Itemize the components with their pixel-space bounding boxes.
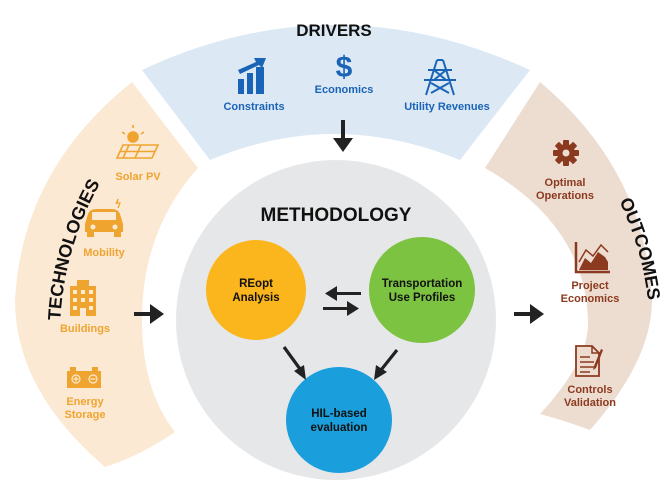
transportation-node [369, 237, 475, 343]
energy-storage-label-line1: Energy [66, 396, 104, 408]
solar-pv-label: Solar PV [115, 171, 161, 183]
technologies-to-methodology-arrow [134, 304, 164, 324]
hil-node-line2: evaluation [311, 422, 368, 434]
hil-node [286, 367, 392, 473]
drivers-title: DRIVERS [296, 21, 372, 40]
reopt-node [206, 240, 306, 340]
car-icon [85, 198, 123, 237]
power-tower-icon [424, 59, 456, 96]
optimal-operations-label-line2: Operations [536, 190, 594, 202]
constraints-icon [238, 58, 266, 94]
controls-validation-label-line2: Validation [564, 397, 616, 409]
energy-storage-label-line2: Storage [65, 409, 106, 421]
dollar-sign-icon: $ [336, 51, 353, 84]
transport-to-hil-arrow [374, 349, 399, 380]
optimal-operations-label-line1: Optimal [545, 177, 586, 189]
project-economics-label-line1: Project [571, 280, 609, 292]
transport-to-reopt-arrow [325, 286, 361, 301]
building-icon [70, 280, 96, 316]
mobility-label: Mobility [83, 247, 125, 259]
reopt-node-line1: REopt [239, 278, 273, 290]
economics-driver-label: Economics [315, 84, 374, 96]
methodology-title: METHODOLOGY [261, 205, 412, 226]
methodology-to-outcomes-arrow [514, 304, 544, 324]
hil-node-line1: HIL-based [311, 408, 367, 420]
project-economics-label-line2: Economics [561, 293, 620, 305]
clipboard-check-icon [575, 345, 603, 377]
outcomes-band [485, 82, 652, 430]
drivers-band [142, 25, 530, 160]
drivers-to-methodology-arrow [333, 120, 353, 152]
reopt-to-hil-arrow [282, 346, 306, 380]
utility-revenues-label: Utility Revenues [404, 101, 490, 113]
solar-panel-icon [115, 125, 160, 159]
area-chart-icon [574, 242, 610, 274]
constraints-label: Constraints [223, 101, 284, 113]
transportation-node-line2: Use Profiles [389, 292, 455, 304]
transportation-node-line1: Transportation [382, 278, 463, 290]
battery-icon [67, 367, 101, 388]
reopt-to-transport-arrow [323, 301, 359, 316]
reopt-node-line2: Analysis [232, 292, 279, 304]
technologies-band [15, 82, 198, 467]
controls-validation-label-line1: Controls [567, 384, 612, 396]
buildings-label: Buildings [60, 323, 110, 335]
gear-icon [553, 140, 579, 166]
